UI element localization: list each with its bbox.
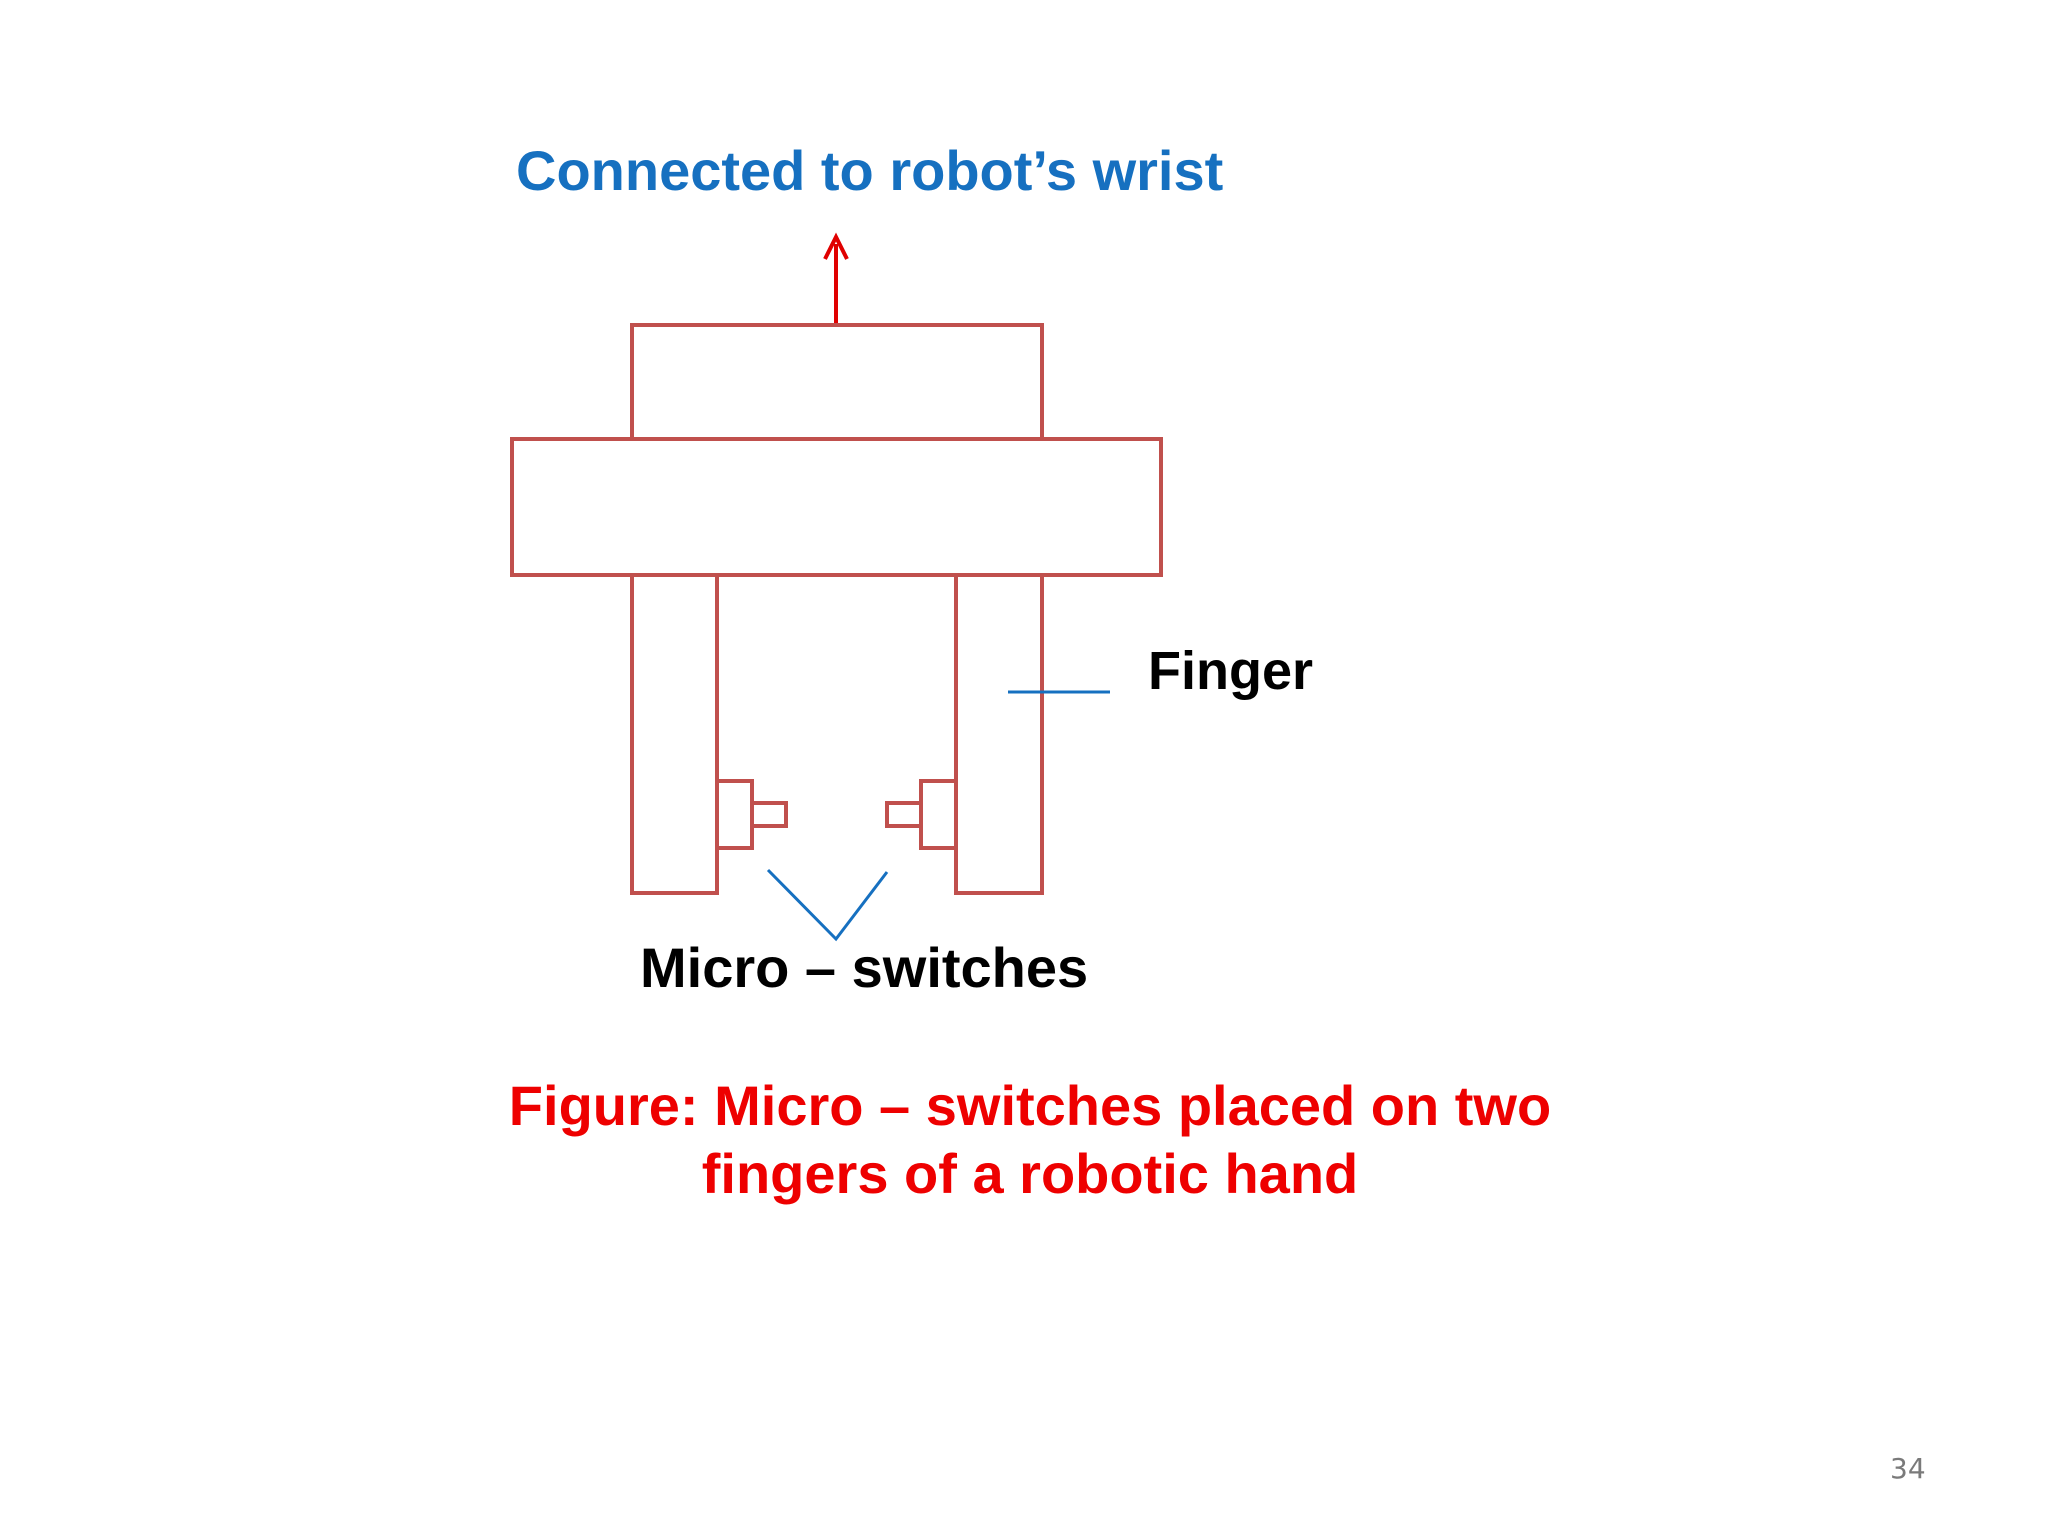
left-finger	[630, 573, 719, 895]
palm-block	[510, 437, 1163, 577]
caption-line-1: Figure: Micro – switches placed on two	[508, 1074, 1552, 1137]
switch-pointer-lines	[766, 868, 889, 942]
figure-caption: Figure: Micro – switches placed on two f…	[360, 1072, 1700, 1208]
wrist-arrow-head	[823, 232, 849, 260]
wrist-block	[630, 323, 1044, 441]
micro-switches-label: Micro – switches	[640, 936, 1089, 999]
left-switch-body	[715, 779, 754, 850]
right-finger	[954, 573, 1044, 895]
left-switch-plunger	[750, 801, 788, 828]
finger-label: Finger	[1148, 641, 1314, 701]
wrist-connection-label: Connected to robot’s wrist	[516, 139, 1224, 202]
right-switch-body	[919, 779, 958, 850]
right-switch-plunger	[885, 801, 923, 828]
caption-line-2: fingers of a robotic hand	[701, 1142, 1359, 1205]
page-number: 34	[1890, 1452, 1926, 1485]
